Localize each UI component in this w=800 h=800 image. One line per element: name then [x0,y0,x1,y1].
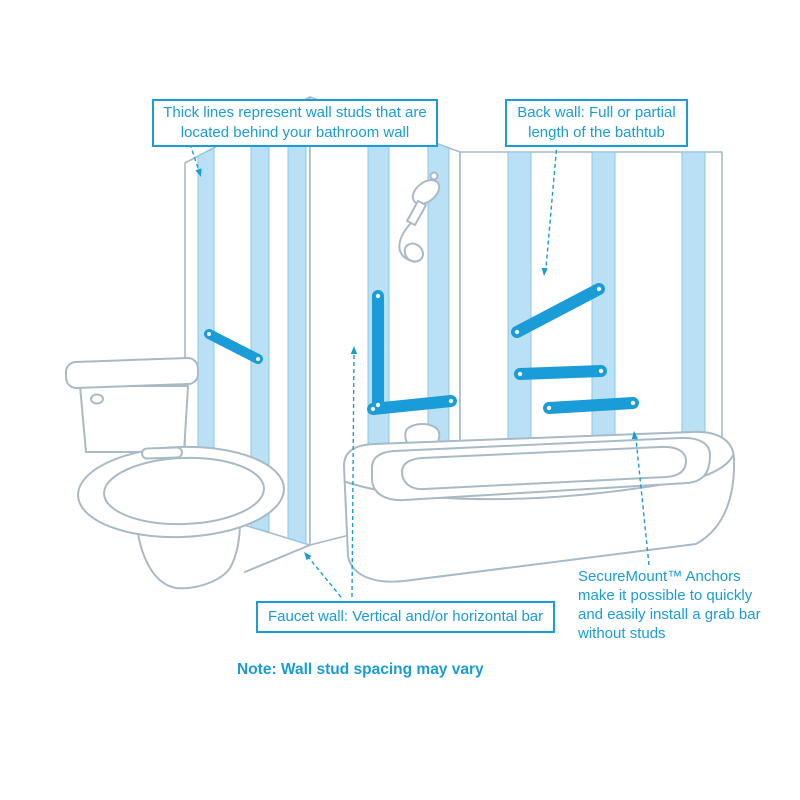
grab-bars [204,283,639,415]
callout-securemount: SecureMount™ Anchors make it possible to… [578,568,761,642]
toilet-illustration [64,357,285,590]
toilet-seat-inner [103,456,265,526]
bathtub-opening [371,436,711,502]
note-stud-spacing: Note: Wall stud spacing may vary [237,661,484,678]
callout-faucet-wall: Faucet wall: Vertical and/or horizontal … [256,601,556,633]
arrowhead [350,346,358,355]
arrowhead [304,552,312,561]
toilet-tank-lid [64,357,200,389]
bathtub-illustration [343,430,736,583]
callout-arrow-studs [189,143,200,172]
shower-head [411,179,441,205]
callout-arrow-securemount [635,438,650,566]
floor-line [244,544,311,573]
shower-head-illustration [398,171,441,263]
grab-bar-back-horizontal-lower [543,397,639,414]
shower-handle [406,200,427,226]
grab-bar-mount-dots [207,286,636,412]
callout-wall-studs: Thick lines represent wall studs that ar… [152,99,438,147]
shower-hose [398,223,425,263]
callout-back-wall: Back wall: Full or partial length of the… [505,99,688,147]
grab-bar-faucet-horizontal [367,395,457,415]
grab-bar-back-horizontal-upper [514,365,607,380]
bathtub-basin-bottom [400,445,688,491]
callout-arrow-faucet-vertical [351,353,355,598]
arrowhead [541,267,548,276]
wall-stud [287,98,307,545]
shower-bracket [429,171,439,181]
grab-bar-left-wall-angled [204,329,263,364]
callout-arrow-faucet-lower [308,557,342,598]
arrowhead [195,168,202,177]
grab-bar-back-angled [511,283,605,338]
callout-arrows [189,142,650,598]
toilet-seat-hinge [141,446,183,460]
arrowhead [631,431,639,440]
toilet-flush-button [90,393,104,405]
